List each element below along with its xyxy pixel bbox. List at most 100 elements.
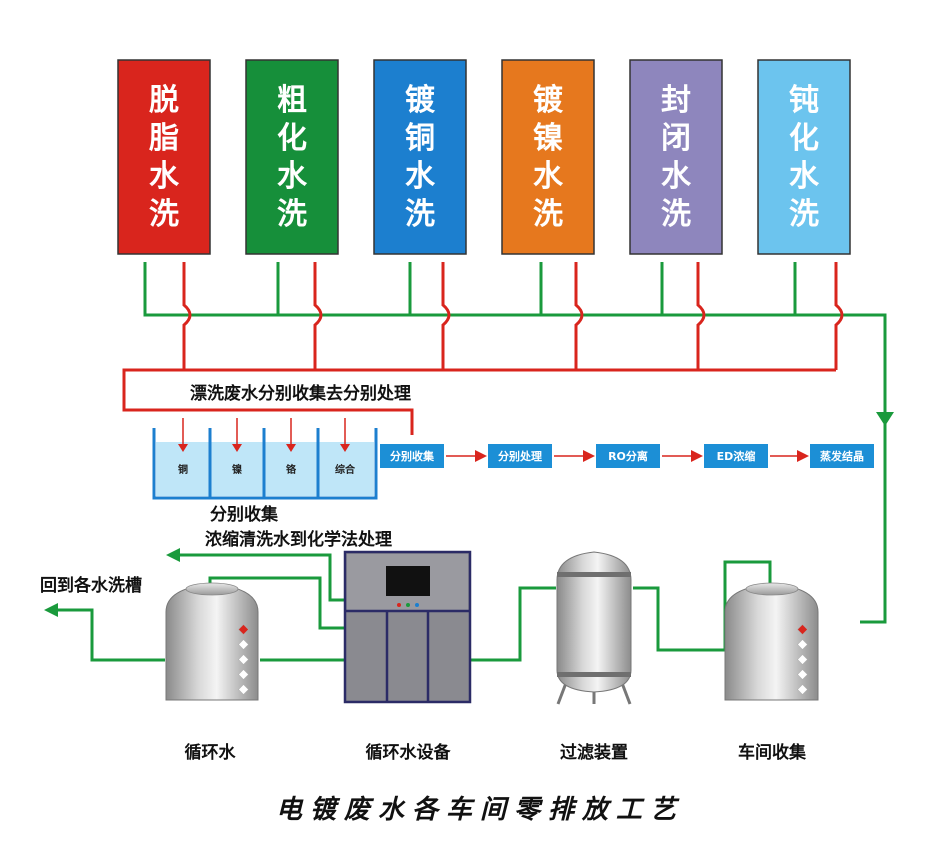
tank-passivate-body [757, 59, 851, 255]
circ-tank-gauge-4 [238, 669, 249, 680]
tank-nickel-c4: 洗 [533, 197, 563, 232]
tank-passivate-c2: 化 [789, 121, 819, 156]
circ-tank-gauge-5 [238, 684, 249, 695]
circ-tank-gauge-1 [238, 624, 249, 635]
separate-collect-label: 分别收集 [210, 504, 279, 525]
step-box-4 [704, 444, 768, 468]
compartment-copper: 铜 [178, 463, 188, 476]
basin-inlet-arrow-3 [286, 444, 296, 452]
red-drop-4 [574, 262, 584, 370]
workshop-tank-gauge-1 [797, 624, 808, 635]
step-separate-treat: 分别处理 [498, 449, 542, 463]
circ-tank-gauge-2 [238, 639, 249, 650]
step-box-5 [810, 444, 874, 468]
tank-passivate-c4: 洗 [789, 197, 819, 232]
tank-seal: 封闭水洗 [629, 59, 723, 255]
tank-copper: 镀铜水洗 [373, 59, 467, 255]
tank-nickel-c2: 镍 [533, 121, 563, 156]
filter-band-bottom [557, 672, 631, 677]
green-pipe-filter-to-equipment [470, 586, 556, 662]
tank-copper-c1: 镀 [405, 83, 436, 118]
red-drop-5 [696, 262, 706, 370]
process-steps: 分别收集 分别处理 RO分离 ED浓缩 蒸发结晶 [380, 444, 874, 468]
red-drop-3 [441, 262, 451, 370]
label-circulation-water: 循环水 [185, 742, 237, 763]
equipment-indicator-green [406, 603, 410, 607]
red-drop-6 [834, 262, 844, 370]
compartment-chromium: 铬 [286, 463, 297, 476]
tank-roughen-c1: 粗 [277, 83, 307, 118]
red-collector-pipe [122, 368, 836, 435]
workshop-tank-gauge-5 [797, 684, 808, 695]
equipment-indicator-blue [415, 603, 419, 607]
green-arrow-return [44, 603, 58, 617]
tank-roughen: 粗化水洗 [245, 59, 339, 255]
circ-tank-gauge-3 [238, 654, 249, 665]
compartment-mixed: 综合 [335, 463, 356, 476]
tank-degrease-body [117, 59, 211, 255]
green-pipe-concentrate [180, 553, 345, 602]
tank-degrease: 脱脂水洗 [117, 59, 211, 255]
tank-copper-c3: 水 [405, 159, 436, 194]
green-pipe-return [58, 608, 165, 662]
filter-vessel [556, 551, 632, 705]
svg-text:镀铜水洗: 镀铜水洗 [405, 83, 436, 232]
tank-copper-body [373, 59, 467, 255]
svg-text:钝化水洗: 钝化水洗 [789, 83, 820, 232]
tank-degrease-c2: 脂 [149, 121, 179, 156]
workshop-tank-lid [745, 582, 799, 596]
tank-nickel: 镀镍水洗 [501, 59, 595, 255]
circulation-water-tank [165, 582, 259, 701]
tank-roughen-c4: 洗 [277, 197, 307, 232]
step-separate-collect: 分别收集 [390, 449, 435, 463]
svg-text:封闭水洗: 封闭水洗 [661, 83, 692, 232]
tank-seal-c1: 封 [661, 83, 691, 118]
workshop-tank-gauge-3 [797, 654, 808, 665]
tank-degrease-char: 脱脂水洗 [149, 83, 180, 232]
step-evaporation-crystallization: 蒸发结晶 [820, 449, 864, 463]
compartment-nickel: 镍 [232, 463, 242, 476]
tank-nickel-c3: 水 [533, 159, 564, 194]
red-drop-1 [182, 262, 192, 370]
circ-tank-lid [185, 582, 239, 596]
tank-degrease-c1: 脱 [149, 83, 179, 118]
green-arrow-concentrate [166, 548, 180, 562]
equipment-indicator-red [397, 603, 401, 607]
tank-seal-c4: 洗 [661, 197, 691, 232]
green-arrow-down [876, 412, 894, 426]
step-box-3 [596, 444, 660, 468]
step-box-2 [488, 444, 552, 468]
equipment-display-screen [386, 566, 430, 596]
tank-seal-c3: 水 [661, 159, 692, 194]
tank-roughen-body [245, 59, 339, 255]
workshop-tank-gauge-2 [797, 639, 808, 650]
tank-nickel-c1: 镀 [533, 83, 564, 118]
tank-seal-body [629, 59, 723, 255]
label-workshop-collection: 车间收集 [738, 742, 807, 763]
tank-copper-c4: 洗 [405, 197, 435, 232]
label-circulation-equipment: 循环水设备 [366, 742, 452, 763]
filter-band-top [557, 572, 631, 577]
collection-basin: 铜 镍 铬 综合 [152, 418, 378, 500]
basin-inlet-arrow-2 [232, 444, 242, 452]
step-ro-separation: RO分离 [608, 449, 648, 463]
circulation-water-equipment [343, 550, 472, 704]
concentrate-label: 浓缩清洗水到化学法处理 [205, 529, 392, 550]
svg-text:粗化水洗: 粗化水洗 [277, 83, 308, 232]
workshop-collection-tank [724, 582, 819, 701]
tank-degrease-c3: 水 [149, 159, 180, 194]
rinse-tanks: 脱脂水洗 粗化水洗 镀铜水洗 镀镍水洗 封闭水洗 钝化水洗 [117, 59, 851, 255]
step-ed-concentration: ED浓缩 [717, 449, 756, 463]
tank-passivate-c1: 钝 [789, 83, 819, 118]
red-pipe-network [122, 262, 844, 435]
filter-leg-right [620, 682, 632, 705]
workshop-tank-gauge-4 [797, 669, 808, 680]
green-header-pipe [143, 262, 887, 412]
tank-roughen-c3: 水 [277, 159, 308, 194]
label-filter-device: 过滤装置 [560, 742, 628, 763]
tank-passivate-c3: 水 [789, 159, 820, 194]
tank-nickel-body [501, 59, 595, 255]
basin-inlet-arrow-1 [178, 444, 188, 452]
tank-passivate: 钝化水洗 [757, 59, 851, 255]
